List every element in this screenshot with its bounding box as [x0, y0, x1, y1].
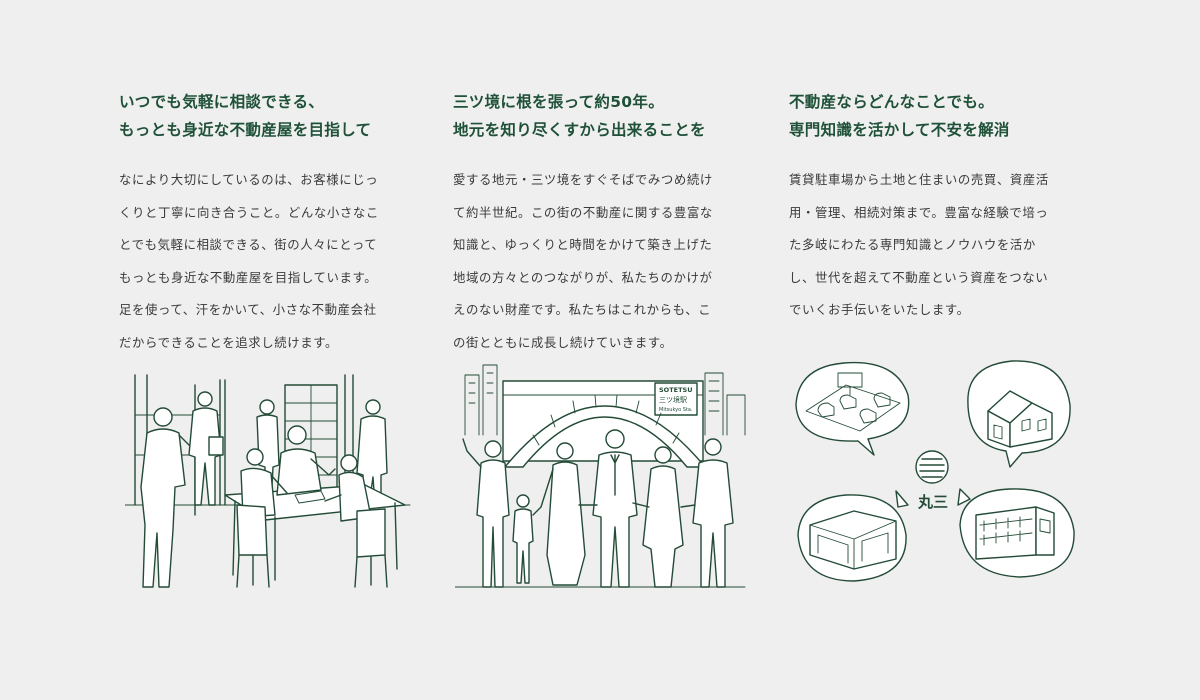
heading-line: 専門知識を活かして不安を解消 [789, 121, 1010, 139]
body-line: て約半世紀。この街の不動産に関する豊富な [453, 204, 713, 220]
feature-column-local: 三ツ境に根を張って約50年。 地元を知り尽くすから出来ることを 愛する地元・三ツ… [453, 88, 753, 359]
heading-line: いつでも気軽に相談できる、 [119, 93, 325, 111]
maruzo-logo-text: 丸三 [917, 493, 948, 511]
station-community-illustration: SOTETSU 三ツ境駅 Mitsukyo Sta. [455, 355, 755, 600]
station-sign-name: 三ツ境駅 [659, 395, 687, 404]
heading-line: 不動産ならどんなことでも。 [789, 93, 994, 111]
column-heading: いつでも気軽に相談できる、 もっとも身近な不動産屋を目指して [119, 88, 419, 144]
body-line: 賃貸駐車場から土地と住まいの売買、資産活 [789, 172, 1049, 187]
body-line: えのない財産です。私たちはこれからも、こ [453, 302, 712, 317]
heading-line: 三ツ境に根を張って約50年。 [453, 93, 664, 111]
body-line: なにより大切にしているのは、お客様にじっ [119, 172, 379, 187]
station-sign-english: Mitsukyo Sta. [659, 407, 693, 413]
body-line: 足を使って、汗をかいて、小さな不動産会社 [119, 302, 377, 317]
body-line: た多岐にわたる専門知識とノウハウを活か [789, 237, 1036, 252]
heading-line: もっとも身近な不動産屋を目指して [119, 121, 372, 139]
column-heading: 不動産ならどんなことでも。 専門知識を活かして不安を解消 [789, 88, 1089, 144]
column-heading: 三ツ境に根を張って約50年。 地元を知り尽くすから出来ることを [453, 88, 753, 144]
feature-column-consultation: いつでも気軽に相談できる、 もっとも身近な不動産屋を目指して なにより大切にして… [119, 88, 419, 359]
services-drawing: 丸三 [795, 360, 1075, 582]
heading-line: 地元を知り尽くすから出来ることを [453, 121, 706, 139]
body-line: し、世代を超えて不動産という資産をつない [789, 269, 1049, 285]
body-line: とでも気軽に相談できる、街の人々にとって [119, 237, 378, 252]
body-line: でいくお手伝いをいたします。 [789, 302, 970, 317]
feature-column-expertise: 不動産ならどんなことでも。 専門知識を活かして不安を解消 賃貸駐車場から土地と住… [789, 88, 1089, 327]
real-estate-services-illustration: 丸三 [788, 355, 1088, 600]
office-scene-drawing [125, 374, 411, 588]
body-line: もっとも身近な不動産屋を目指しています。 [119, 269, 378, 285]
body-line: 地域の方々とのつながりが、私たちのかけが [453, 269, 713, 285]
body-line: 愛する地元・三ツ境をすぐそばでみつめ続け [453, 172, 713, 187]
body-line: くりと丁寧に向き合うこと。どんな小さなこ [119, 204, 379, 220]
office-consultation-illustration [125, 355, 425, 600]
body-line: 知識と、ゆっくりと時間をかけて築き上げた [453, 237, 713, 252]
body-line: だからできることを追求し続けます。 [119, 334, 338, 350]
column-body-text: 賃貸駐車場から土地と住まいの売買、資産活 用・管理、相続対策まで。豊富な経験で培… [789, 164, 1089, 327]
body-line: 用・管理、相続対策まで。豊富な経験で培っ [789, 204, 1049, 220]
station-scene-drawing: SOTETSU 三ツ境駅 Mitsukyo Sta. [455, 364, 746, 588]
station-sign-brand: SOTETSU [659, 386, 692, 394]
body-line: の街とともに成長し続けていきます。 [453, 334, 673, 350]
column-body-text: 愛する地元・三ツ境をすぐそばでみつめ続け て約半世紀。この街の不動産に関する豊富… [453, 164, 753, 359]
column-body-text: なにより大切にしているのは、お客様にじっ くりと丁寧に向き合うこと。どんな小さな… [119, 164, 419, 359]
